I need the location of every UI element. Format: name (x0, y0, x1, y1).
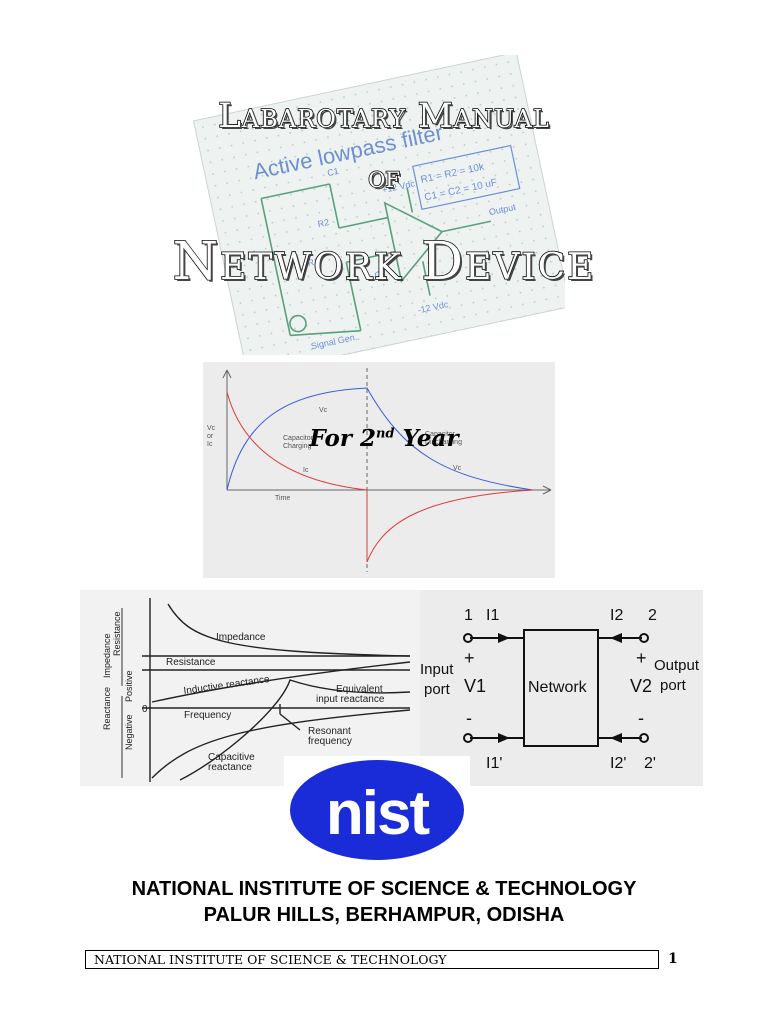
title-line-2: of (367, 159, 400, 196)
nist-logo: nist (284, 756, 470, 864)
circuit-diagram-image: Active lowpass filter R1 = R2 = 10k C1 =… (192, 55, 565, 355)
circuit-label-r2: R2 (317, 217, 330, 229)
port-label-2-prime: 2' (644, 755, 656, 772)
reactance-resonant-2: frequency (308, 736, 352, 747)
footer-text: NATIONAL INSTITUTE OF SCIENCE & TECHNOLO… (94, 952, 447, 967)
circuit-label-c1: C1 (326, 166, 339, 178)
rc-vc-right: Vc (453, 465, 462, 472)
institute-name: NATIONAL INSTITUTE OF SCIENCE & TECHNOLO… (131, 878, 637, 900)
rc-y-label-1: Vc (207, 425, 216, 432)
circuit-label-c2: C2 (374, 268, 387, 280)
rc-charge-2: Charging (283, 443, 312, 450)
circuit-label-r1: R1 (307, 256, 320, 268)
minus-left: - (466, 708, 472, 728)
footer-box: NATIONAL INSTITUTE OF SCIENCE & TECHNOLO… (85, 950, 659, 969)
reactance-impedance: Impedance (216, 632, 266, 643)
voltage-v1: V1 (464, 676, 486, 696)
rc-discharge-2: Discharging (425, 439, 462, 446)
input-port-2: port (424, 681, 451, 698)
institute-address: PALUR HILLS, BERHAMPUR, ODISHA (203, 904, 565, 926)
current-i2: I2 (610, 607, 623, 624)
input-port-1: Input (420, 661, 454, 678)
rc-vc-top: Vc (319, 407, 328, 414)
two-port-network-diagram: 1 I1 I2 2 + + V1 V2 - - Input port Outpu… (420, 590, 703, 786)
rc-y-label-3: Ic (207, 441, 213, 448)
plus-right: + (636, 648, 647, 668)
title-line-1: Labarotary Manual (217, 95, 550, 137)
current-i1: I1 (486, 607, 499, 624)
reactance-resistance: Resistance (166, 657, 216, 668)
port-label-2: 2 (648, 607, 657, 624)
port-label-1: 1 (464, 607, 473, 624)
output-port-2: port (660, 677, 687, 694)
rc-discharge-1: Capacitor (425, 431, 456, 438)
reactance-capacitive-1: Capacitive (208, 752, 255, 763)
subtitle-prefix: For 2 (309, 425, 376, 452)
network-box-label: Network (528, 679, 588, 696)
reactance-capacitive-2: reactance (208, 762, 252, 773)
rc-ic-mid: Ic (303, 467, 309, 474)
rc-charge-1: Capacitor (283, 435, 314, 442)
reactance-resonant-1: Resonant (308, 726, 351, 737)
reactance-frequency: Frequency (184, 710, 231, 721)
minus-right: - (638, 708, 644, 728)
rc-charge-chart: Vc or Ic Time Vc Ic Vc Capacitor Chargin… (203, 362, 555, 578)
reactance-axis-top-2: Resistance (112, 611, 122, 656)
voltage-v2: V2 (630, 676, 652, 696)
page-number: 1 (668, 951, 678, 967)
plus-left: + (464, 648, 475, 668)
reactance-axis-bottom-1: Reactance (102, 687, 112, 730)
subtitle-sup: nd (375, 426, 395, 442)
subtitle-suffix: Year (394, 425, 459, 452)
logo-text: nist (326, 779, 430, 848)
reactance-axis-negative: Negative (124, 714, 134, 750)
rc-y-label-2: or (207, 433, 214, 440)
subtitle: For 2nd Year (0, 425, 768, 452)
reactance-axis-positive: Positive (124, 670, 134, 702)
current-i2-prime: I2' (610, 755, 626, 772)
reactance-zero: 0 (142, 704, 148, 715)
current-i1-prime: I1' (486, 755, 502, 772)
reactance-equivalent-1: Equivalent (336, 684, 383, 695)
output-port-1: Output (654, 657, 700, 674)
rc-x-label: Time (275, 495, 290, 502)
reactance-equivalent-2: input reactance (316, 694, 385, 705)
title-line-3: Network Device (172, 231, 596, 293)
reactance-chart: Impedance Resistance Inductive reactance… (80, 590, 420, 786)
reactance-axis-top-1: Impedance (102, 633, 112, 678)
